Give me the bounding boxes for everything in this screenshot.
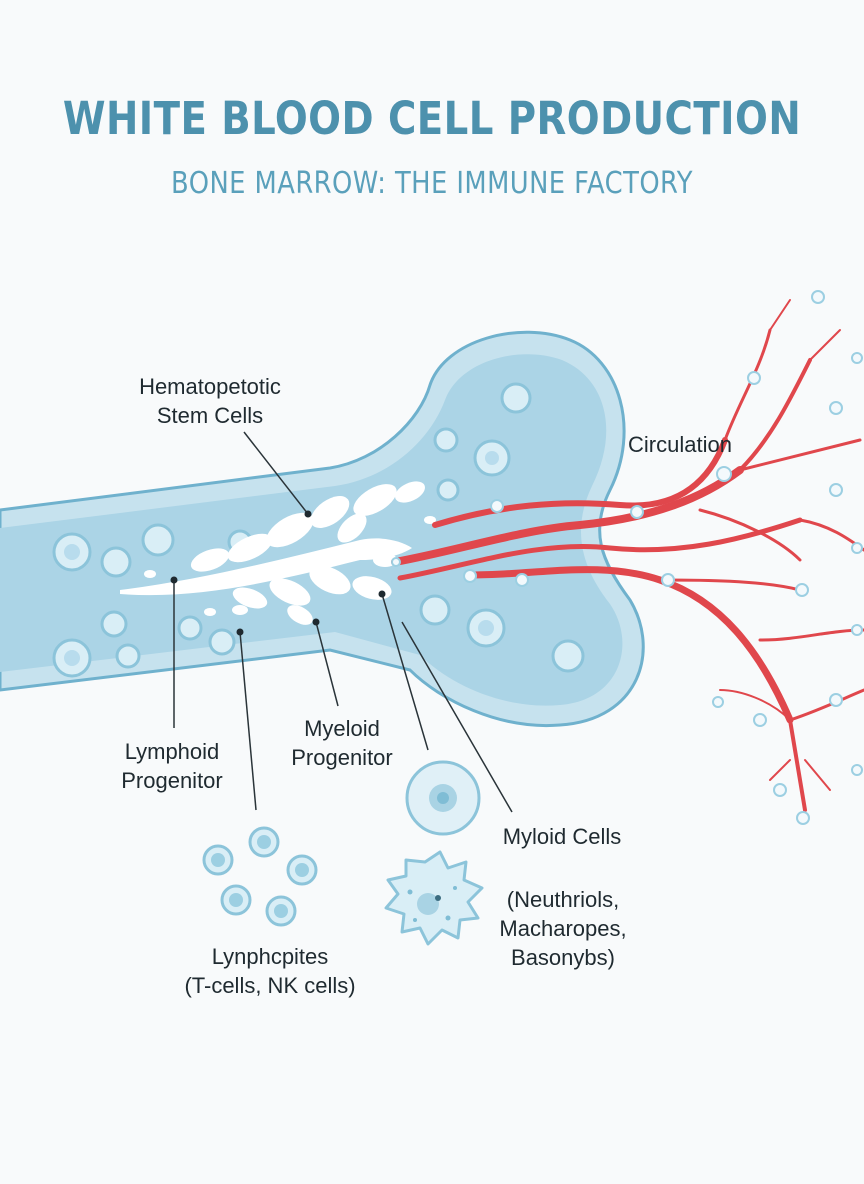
label-lymphoid-line1: Lymphoid <box>92 737 252 766</box>
label-myloid-detail-line1: (Neuthriols, <box>488 885 638 914</box>
label-lymphoid: Lymphoid Progenitor <box>92 737 252 795</box>
label-stem-cells-line2: Stem Cells <box>120 401 300 430</box>
label-myloid-detail: (Neuthriols, Macharopes, Basonybs) <box>488 885 638 972</box>
label-myeloid-line2: Progenitor <box>262 743 422 772</box>
myeloid-cell-round <box>407 762 479 834</box>
label-lymphoid-line2: Progenitor <box>92 766 252 795</box>
label-myeloid: Myeloid Progenitor <box>262 714 422 772</box>
label-myloid-detail-line2: Macharopes, <box>488 914 638 943</box>
label-lymphocytes-line1: Lynphcpites <box>160 942 380 971</box>
label-stem-cells: Hematopetotic Stem Cells <box>120 372 300 430</box>
label-myloid-cells: Myloid Cells <box>492 822 632 851</box>
label-lymphocytes: Lynphcpites (T-cells, NK cells) <box>160 942 380 1000</box>
label-myeloid-line1: Myeloid <box>262 714 422 743</box>
label-stem-cells-line1: Hematopetotic <box>120 372 300 401</box>
label-myloid-detail-line3: Basonybs) <box>488 943 638 972</box>
label-circulation: Circulation <box>610 430 750 459</box>
myeloid-cell-spiky <box>386 852 482 944</box>
label-lymphocytes-line2: (T-cells, NK cells) <box>160 971 380 1000</box>
